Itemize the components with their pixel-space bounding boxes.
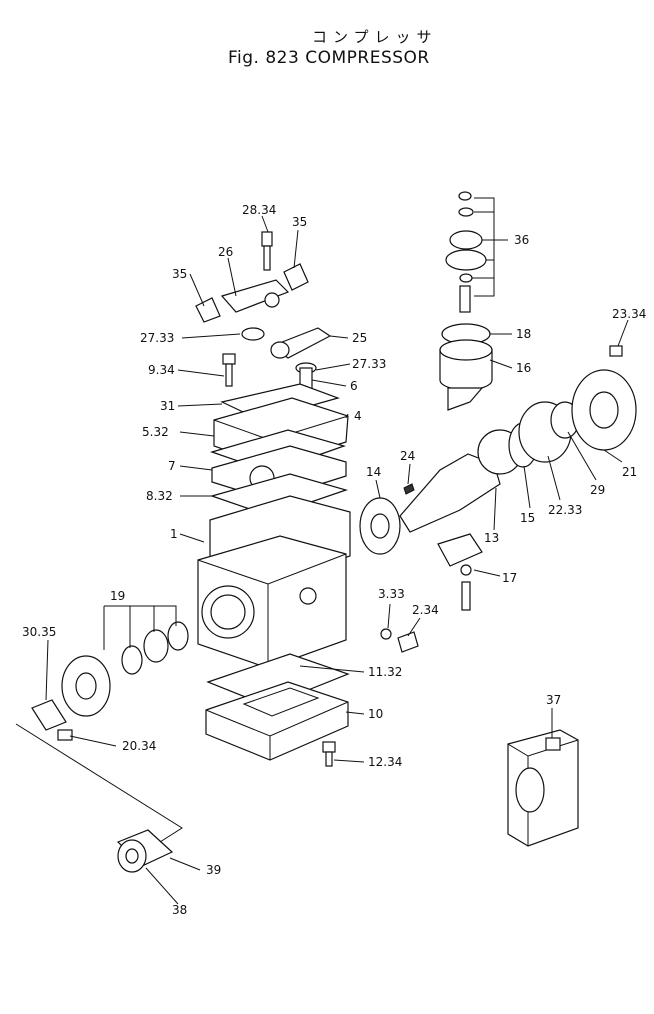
callout-label: 21 [622, 465, 637, 479]
head-bolt-part [261, 231, 273, 247]
leader-lines [15, 197, 629, 905]
callout-label: 10 [368, 707, 383, 721]
union-elbow-part [220, 279, 290, 313]
callout-label: 22.33 [548, 503, 582, 517]
callout-label: 27.33 [140, 331, 174, 345]
callout-label: 31 [160, 399, 175, 413]
oil-can-cap [545, 737, 561, 751]
bolt-934-shank [225, 363, 233, 387]
diagram-title: Fig. 823 COMPRESSOR [228, 48, 430, 68]
callout-label: 7 [168, 459, 176, 473]
front-cover-assembly [31, 621, 189, 741]
front-flange-hole [75, 672, 97, 700]
top-nut-part [458, 191, 472, 201]
callout-labels: 28.34 35 26 35 36 23.34 27.33 25 18 9.34… [22, 203, 646, 917]
adapter-bore-inner [125, 848, 139, 864]
callout-label: 8.32 [146, 489, 173, 503]
washer-part [241, 327, 265, 341]
callout-label: 16 [516, 361, 531, 375]
seal-ring-a [167, 621, 189, 651]
callout-label: 23.34 [612, 307, 646, 321]
elbow-end-part [270, 341, 290, 359]
crankshaft-assembly [359, 345, 637, 611]
union-eye-part [264, 292, 280, 308]
bottom-cover [205, 653, 350, 767]
oil-can-part [507, 729, 579, 847]
callout-label: 28.34 [242, 203, 276, 217]
valve-spring-part [449, 230, 483, 250]
callout-label: 24 [400, 449, 415, 463]
head-bolt-shank [263, 245, 271, 271]
crankcase-bore-inner [210, 594, 246, 630]
callout-label: 1 [170, 527, 178, 541]
adapter-assembly [116, 829, 174, 873]
callout-label: 13 [484, 531, 499, 545]
rod-nut-part [460, 564, 472, 576]
callout-label: 26 [218, 245, 233, 259]
lower-washer-part [459, 273, 473, 283]
rear-bolt-part [609, 345, 623, 357]
head-fittings [195, 231, 332, 409]
fitting-nut-right [283, 263, 309, 291]
callout-label: 18 [516, 327, 531, 341]
callout-label: 39 [206, 863, 221, 877]
callout-label: 12.34 [368, 755, 402, 769]
callout-label: 27.33 [352, 357, 386, 371]
callout-label: 36 [514, 233, 529, 247]
oil-port-part [299, 587, 317, 605]
callout-label: 29 [590, 483, 605, 497]
callout-label: 5.32 [142, 425, 169, 439]
callout-label: 17 [502, 571, 517, 585]
callout-label: 37 [546, 693, 561, 707]
crankcase [197, 495, 351, 669]
callout-label: 38 [172, 903, 187, 917]
piston-assembly [439, 191, 493, 411]
callout-label: 25 [352, 331, 367, 345]
callout-label: 4 [354, 409, 362, 423]
callout-label: 19 [110, 589, 125, 603]
bolt-934-head [222, 353, 236, 365]
callout-label: 14 [366, 465, 381, 479]
bottom-cover-part [205, 681, 349, 761]
callout-label: 11.32 [368, 665, 402, 679]
fitting-nut-left [195, 297, 221, 323]
valve-bolt-part [459, 285, 471, 313]
drain-bolt-head [322, 741, 336, 753]
shaft-cap-part [31, 699, 67, 731]
diagram-title-japanese: コンプレッサ [312, 28, 438, 46]
connecting-rod-part [447, 387, 484, 411]
callout-label: 2.34 [412, 603, 439, 617]
plug-part [397, 631, 419, 653]
key-part [403, 483, 415, 495]
callout-label: 35 [292, 215, 307, 229]
callout-label: 15 [520, 511, 535, 525]
seal-ring-c [121, 645, 143, 675]
callout-label: 20.34 [122, 739, 156, 753]
drain-bolt-shank [325, 751, 333, 767]
callout-label: 35 [172, 267, 187, 281]
callout-label: 30.35 [22, 625, 56, 639]
callout-label: 3.33 [378, 587, 405, 601]
o-ring-part [380, 628, 392, 640]
callout-label: 6 [350, 379, 358, 393]
cylinder-head [209, 383, 349, 517]
flange-bolt-part [57, 729, 73, 741]
valve-seat-part [445, 249, 487, 271]
rod-bolt-part [461, 581, 471, 611]
top-washer-part [458, 207, 474, 217]
rod-cap-part [437, 533, 483, 567]
seal-ring-b [143, 629, 169, 663]
callout-label: 9.34 [148, 363, 175, 377]
